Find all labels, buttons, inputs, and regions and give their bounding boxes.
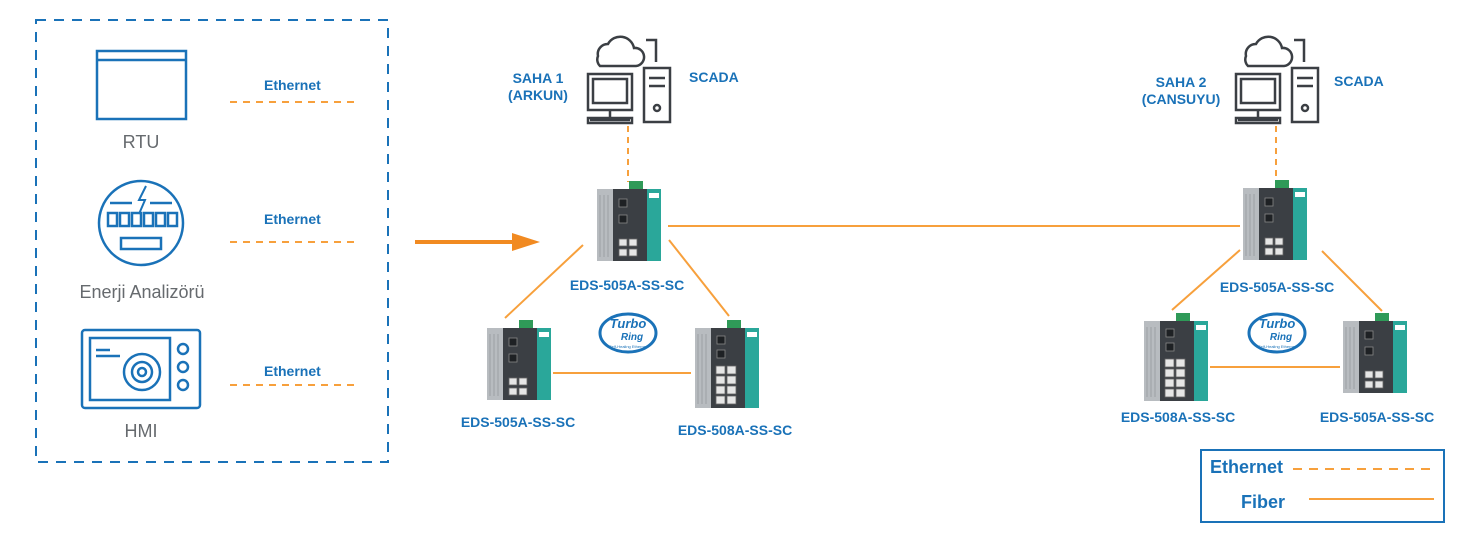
turbo-ring-tagline: Self-Healing Ethernet	[609, 344, 648, 349]
hmi-label: HMI	[124, 421, 158, 441]
site1-scada-label: SCADA	[689, 69, 739, 85]
turbo-ring-word1: Turbo	[1259, 316, 1296, 331]
turbo-ring-word2: Ring	[1270, 332, 1292, 343]
site1-switch-right-label: EDS-508A-SS-SC	[677, 422, 793, 438]
rtu-label: RTU	[122, 132, 160, 152]
switch-site1-right	[694, 319, 760, 409]
turbo-ring-logo-site1: Turbo Ring Self-Healing Ethernet	[598, 312, 658, 354]
energy-analyzer-label: Enerji Analizörü	[79, 282, 205, 302]
site1-name-line2: (ARKUN)	[508, 87, 568, 103]
scada-ethernet-links	[627, 126, 1277, 182]
switch-site2-top	[1242, 179, 1308, 261]
site2-name: SAHA 2 (CANSUYU)	[1142, 74, 1221, 108]
site2-scada-label: SCADA	[1334, 73, 1384, 89]
scada-workstation-icon-site2	[1234, 35, 1320, 125]
turbo-ring-logo-site2: Turbo Ring Self-Healing Ethernet	[1247, 312, 1307, 354]
switch-site1-top	[596, 180, 662, 262]
turbo-ring-word1: Turbo	[610, 316, 647, 331]
site2-name-line1: SAHA 2	[1155, 74, 1207, 90]
site2-name-line2: (CANSUYU)	[1141, 91, 1221, 107]
turbo-ring-word2: Ring	[621, 332, 643, 343]
site1-switch-top-label: EDS-505A-SS-SC	[569, 277, 685, 293]
site1-name-line1: SAHA 1	[512, 70, 564, 86]
legend-ethernet-label: Ethernet	[1210, 457, 1284, 477]
legend-fiber-label: Fiber	[1241, 492, 1286, 512]
energy-analyzer-icon	[97, 179, 185, 267]
scada-workstation-icon-site1	[586, 35, 672, 125]
site2-switch-top-label: EDS-505A-SS-SC	[1219, 279, 1335, 295]
site1-name: SAHA 1 (ARKUN)	[508, 70, 568, 104]
legend-box	[1200, 449, 1445, 523]
turbo-ring-tagline: Self-Healing Ethernet	[1258, 344, 1297, 349]
switch-site1-left	[486, 319, 552, 401]
fiber-links	[504, 225, 1383, 374]
switch-site2-left	[1143, 312, 1209, 402]
rtu-link-label: Ethernet	[264, 77, 321, 93]
hmi-icon	[80, 328, 202, 410]
site2-switch-left-label: EDS-508A-SS-SC	[1120, 409, 1236, 425]
device-ethernet-links	[230, 101, 360, 386]
hmi-link-label: Ethernet	[264, 363, 321, 379]
switch-site2-right	[1342, 312, 1408, 394]
site2-switch-right-label: EDS-505A-SS-SC	[1319, 409, 1435, 425]
energy-link-label: Ethernet	[264, 211, 321, 227]
rtu-icon	[95, 49, 188, 121]
flow-arrow	[415, 233, 540, 251]
site1-switch-left-label: EDS-505A-SS-SC	[460, 414, 576, 430]
